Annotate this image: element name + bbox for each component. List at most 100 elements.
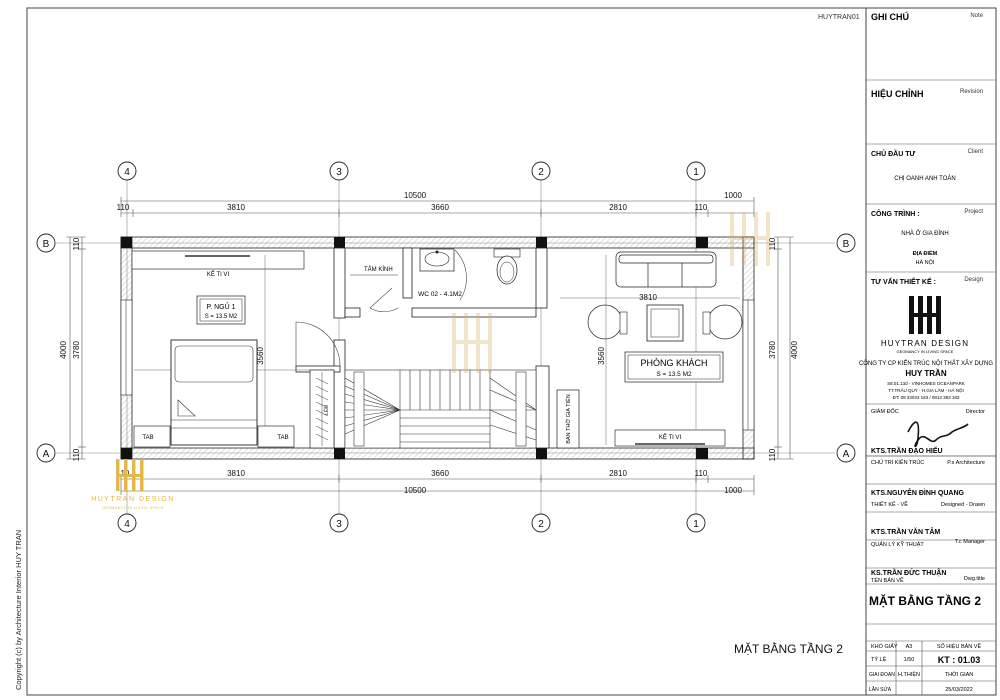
tb-project-name: NHÀ Ở GIA ĐÌNH [901,230,948,237]
grid-label-2-top: 2 [538,167,544,178]
tb-design-en: Design [964,277,983,283]
structural-columns [121,237,708,459]
grid-labels: 4 3 2 1 4 3 2 1 B B A A [43,167,850,530]
wc-label: WC 02 - 4.1M2 [418,291,462,298]
tb-architect-name: KTS.NGUYỄN ĐÌNH QUANG [871,488,965,497]
nightstand-left-label: TAB [142,435,153,441]
dim-inner-right: 3780 [768,341,777,359]
grid-label-2-bottom: 2 [538,519,544,530]
grid-bubbles [36,161,856,533]
tb-manager-en: T.c Manager [955,539,985,545]
tb-director-en: Director [966,409,985,415]
tb-phone: ĐT: 08 33033 183 / 0813 383 183 [893,395,960,400]
sheet-border [26,7,997,696]
dim-room-depth-left: 3560 [256,347,265,365]
tb-note-en: Note [970,13,983,19]
bedroom-door [295,321,341,367]
wardrobe-hangers [315,377,329,441]
tb-phase-label: GIAI ĐOẠN [869,672,895,678]
bedroom-area: S = 13.5 M2 [205,314,238,320]
dim-wall-right-bottom: 110 [768,448,777,461]
copyright-note: Copyright (c) by Architecture Interior H… [14,530,23,690]
tb-drawn-en: Designed - Drawn [941,502,985,508]
tb-sheet-no-label: SỐ HIỆU BẢN VẼ [937,642,982,650]
dim-wall-bottom-right: 110 [695,469,708,478]
armchair-right [707,304,743,340]
tv-shelf-right-label: KỆ TI VI [659,433,682,441]
dimension-lines [66,197,794,495]
tb-client-en: Client [968,149,984,155]
tb-sheet-no: KT : 01.03 [938,655,981,665]
grid-label-a-right: A [843,449,850,460]
tb-edit-label: LẦN SỬA [869,686,892,693]
glass-panel-label: TẤM KÍNH [364,266,393,273]
grid-label-3-top: 3 [336,167,342,178]
grid-label-4-bottom: 4 [124,519,130,530]
tb-paper-label: KHỔ GIẤY [871,643,898,650]
dim-room-width-right: 3810 [639,293,657,302]
dim-wall-top-left: 110 [117,203,130,212]
stair-label: LÊN [322,405,330,415]
tb-manager-name: KS.TRẦN ĐỨC THUẬN [871,567,946,577]
tb-company-name: HUY TRẦN [905,368,946,378]
dim-span-3-bottom: 2810 [609,469,627,478]
tb-project-en: Project [964,209,983,215]
dim-total-bottom: 10500 [404,486,427,495]
dim-wall-top-right: 110 [695,203,708,212]
director-signature [907,421,969,448]
grid-label-a-left: A [43,449,50,460]
tb-company: CÔNG TY CP KIẾN TRÚC NỘI THẤT XÂY DỰNG [859,360,993,367]
sheet-code: HUYTRAN01 [818,14,860,21]
grid-label-4-top: 4 [124,167,130,178]
tb-manager-label: QUẢN LÝ KỸ THUẬT [871,541,924,548]
tb-company-logo [909,296,941,334]
tb-director-label: GIÁM ĐỐC [871,408,899,415]
watermark-right [730,212,770,266]
bedroom-name: P. NGỦ 1 [206,302,235,311]
tb-design-label: TƯ VẤN THIẾT KẾ : [871,276,936,286]
grid-label-1-top: 1 [693,167,699,178]
dim-wall-left-bottom: 110 [72,448,81,461]
tb-dwg-en: Dwg.title [964,576,985,582]
staircase [344,369,537,449]
bedroom-label-box [196,295,246,325]
dim-inner-left: 3780 [72,341,81,359]
nightstand-left [133,425,171,448]
wc-sink [419,248,455,272]
tb-scale: 1/50 [904,657,915,663]
dimension-texts: 10500 1000 110 3810 3660 2810 110 110 38… [59,191,799,495]
dim-span-3-top: 2810 [609,203,627,212]
tb-logo-brand: HUYTRAN DESIGN [881,339,969,348]
dim-span-2-top: 3660 [431,203,449,212]
tb-dwg-title: MẶT BẰNG TẦNG 2 [869,593,981,608]
tb-architect-label: CHỦ TRÌ KIẾN TRÚC [871,459,924,466]
tb-logo-tagline: GEOMANCY IN LIVING SPACE [897,349,954,354]
tv-shelf-left [131,250,305,270]
living-label-box [624,351,724,383]
dim-overhang-top: 1000 [724,191,742,200]
dim-span-2-bottom: 3660 [431,469,449,478]
dim-height-left: 4000 [59,341,68,359]
nightstand-right-label: TAB [277,435,288,441]
tb-paper: A3 [906,644,913,650]
coffee-table [646,304,684,342]
tv-shelf-left-label: KỆ TI VI [207,270,230,278]
bed-pillow [174,345,254,383]
tb-drawn-name: KTS.TRẦN VĂN TÂM [871,526,940,536]
tb-time-label: THỜI GIAN [945,671,974,678]
dim-span-1-bottom: 3810 [227,469,245,478]
dim-total-top: 10500 [404,191,427,200]
tb-client-name: CHỊ OANH ANH TOÀN [894,175,955,182]
tb-address-1: S8.01.13d - VINHOMES OCEANPARK [887,381,965,386]
tb-revision-en: Revision [960,89,983,95]
altar-label: BAN THỜ GIA TIÊN [564,394,572,443]
tb-director-name: KTS.TRẦN ĐẠO HIẾU [871,445,943,455]
tb-location: HÀ NỘI [916,259,935,266]
glass-door [454,249,467,301]
wc-toilet [496,255,518,285]
tb-dwg-label: TÊN BẢN VẼ [871,576,904,584]
dim-room-depth-right: 3560 [597,347,606,365]
living-room-name: PHÒNG KHÁCH [640,358,707,368]
nightstand-right [257,425,295,448]
